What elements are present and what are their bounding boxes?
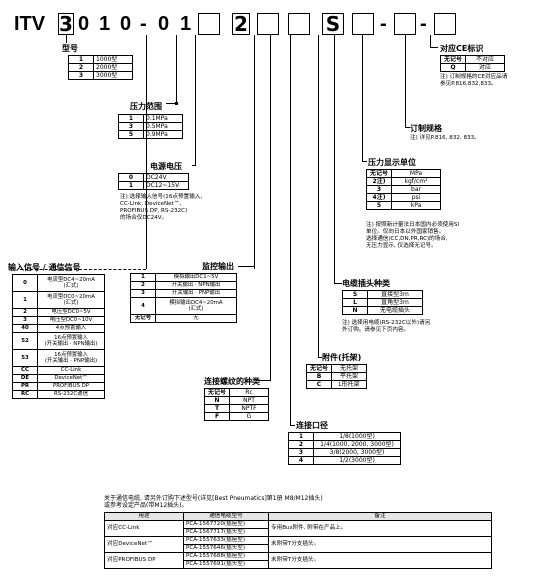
table-row: 无记号无 <box>130 314 237 323</box>
code-digit-1: 3 <box>58 12 74 36</box>
code-digit-3: 1 <box>99 13 111 35</box>
code-digit-7: 2 <box>232 13 250 35</box>
port-title: 连接口径 <box>296 421 328 430</box>
code-blank-bracket <box>257 13 279 35</box>
code-digit-4: 0 <box>120 13 132 35</box>
code-dash-1: - <box>140 13 147 35</box>
code-digit-5: 0 <box>158 13 170 35</box>
special-note: 注) 详见P.816, 832, 833。 <box>410 135 480 141</box>
cable-title: 电缆插头种类 <box>342 279 390 288</box>
code-blank-display <box>352 13 374 35</box>
input-title: 输入信号 / 通信信号 <box>8 263 81 272</box>
ce-note: 注) 订制规格的CE对应品请 参见P.816,832,833。 <box>440 74 508 87</box>
bottom-intro: 关于通信电缆, 请另外订购下述型号(详见[Best Pneumatics]第1册… <box>104 495 323 509</box>
model-title: 型号 <box>62 44 78 53</box>
table-row: 2注)kgf/cm² <box>366 177 441 186</box>
ce-title: 对应CE标识 <box>440 44 484 53</box>
code-digit-6: 1 <box>180 13 192 35</box>
code-blank-special <box>394 13 416 35</box>
bracket-title: 附件(托架) <box>322 353 362 362</box>
table-row: PCA-1557691(插头型) <box>105 560 492 569</box>
code-prefix: ITV <box>14 13 46 35</box>
code-digit-8: S <box>322 13 344 35</box>
table-row: 无记号无托架 <box>306 364 367 373</box>
code-blank-cable <box>288 13 310 35</box>
display-title: 压力显示单位 <box>368 158 416 167</box>
code-dash-2: - <box>380 13 387 35</box>
pressure-title: 压力范围 <box>130 102 162 111</box>
special-title: 订制规格 <box>410 124 442 133</box>
cable-note: 注) 选择用电缆(RS-232C以外)请另 外订购。请参见下页内容。 <box>342 320 431 333</box>
table-row: 4注)psi <box>366 193 441 202</box>
code-blank-ce <box>434 13 456 35</box>
voltage-title: 电源电压 <box>150 162 182 171</box>
voltage-note: 注) 选择输入信号(16点预置输入、 CC-Link, DeviceNet™、 … <box>120 194 206 221</box>
table-row: 用途 通信电缆型号 备注 <box>104 512 492 521</box>
code-blank-thread <box>198 13 220 35</box>
display-note: 注) 按照新计量法日本国内必须使用SI 单位。仅向日本以外国家销售。 选择通信(… <box>366 222 460 249</box>
code-digit-2: 0 <box>78 13 90 35</box>
monitor-title: 监控输出 <box>202 262 234 271</box>
thread-title: 连接螺纹的种类 <box>204 377 260 386</box>
code-dash-3: - <box>420 13 427 35</box>
table-row: 无记号不对应 <box>440 55 505 64</box>
